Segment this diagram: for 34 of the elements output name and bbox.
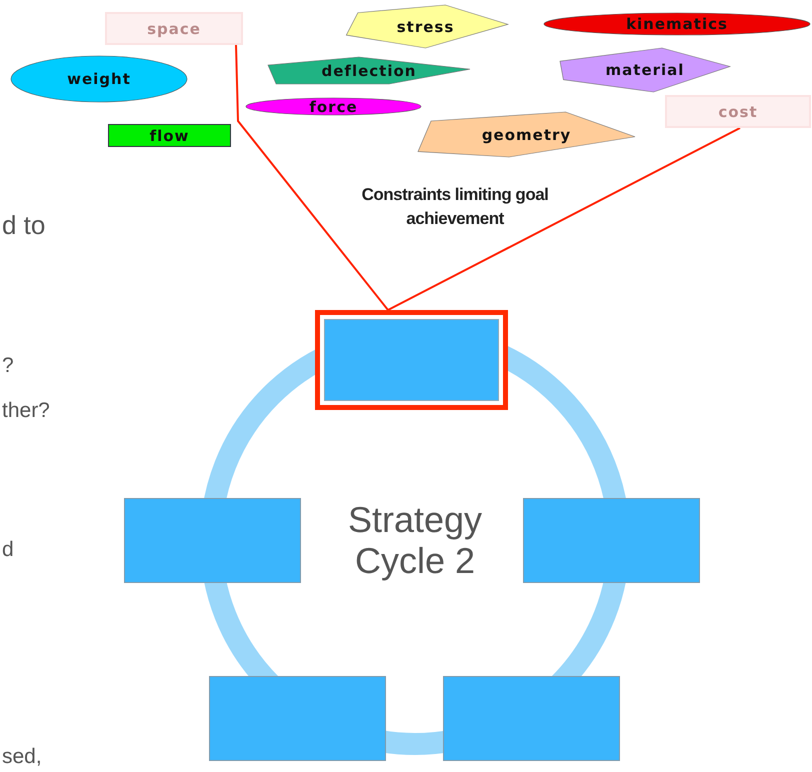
pentagon-tag bbox=[560, 48, 730, 92]
tag-label: cost bbox=[718, 102, 758, 120]
process-box bbox=[209, 676, 386, 761]
faded-tag bbox=[665, 95, 811, 128]
tag-label: space bbox=[147, 20, 201, 38]
ellipse-tag bbox=[543, 12, 811, 36]
pentagon-tag bbox=[343, 5, 508, 48]
tag-label: geometry bbox=[482, 126, 572, 144]
cropped-text: sed, bbox=[2, 745, 42, 769]
ellipse-tag bbox=[10, 55, 188, 103]
faded-tag bbox=[105, 12, 243, 45]
cropped-text: ? bbox=[2, 354, 14, 378]
pentagon-tag bbox=[268, 57, 470, 84]
highlighted-process-box bbox=[315, 310, 508, 410]
tag-label: stress bbox=[396, 18, 454, 36]
tag-label: weight bbox=[67, 70, 131, 88]
tag-label: kinematics bbox=[626, 15, 728, 33]
process-box bbox=[124, 498, 301, 583]
pentagon-tag bbox=[418, 112, 635, 157]
caption-text: Constraints limiting goal achievement bbox=[360, 184, 550, 230]
ellipse-tag bbox=[245, 97, 422, 116]
rectangle-tag bbox=[108, 124, 231, 147]
cropped-text: d to bbox=[2, 210, 46, 241]
connector-line bbox=[388, 127, 740, 311]
process-box bbox=[443, 676, 620, 761]
cycle-title: Strategy Cycle 2 bbox=[346, 498, 484, 582]
process-box bbox=[523, 498, 700, 583]
connector-line bbox=[235, 44, 389, 311]
cropped-text: d bbox=[2, 538, 14, 562]
tag-label: flow bbox=[150, 126, 190, 144]
tag-label: material bbox=[606, 61, 684, 79]
tag-label: force bbox=[309, 98, 358, 116]
tag-label: deflection bbox=[322, 62, 416, 80]
cropped-text: ther? bbox=[2, 399, 50, 423]
